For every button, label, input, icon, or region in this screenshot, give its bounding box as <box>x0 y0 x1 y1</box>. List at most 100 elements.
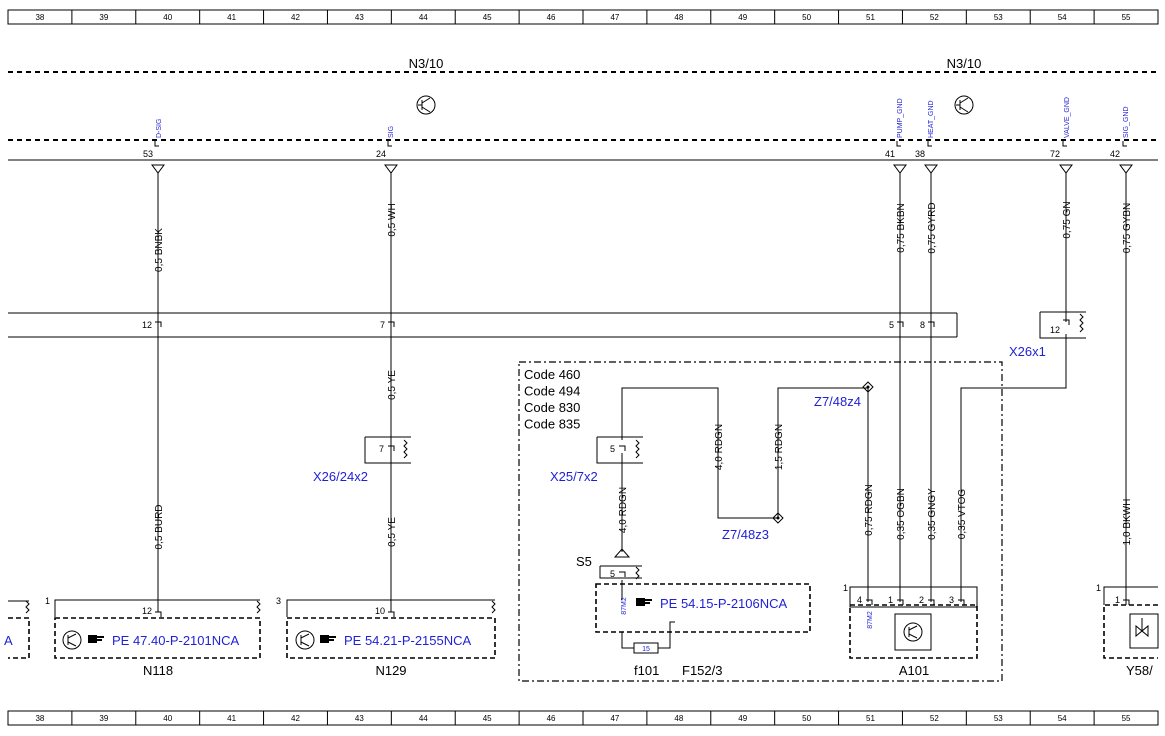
x25-7x2-pin-5: 5 <box>610 444 615 454</box>
grid-bottom-column-41: 41 <box>227 714 236 723</box>
wire-label-bnbk: 0,5 BNBK <box>154 228 165 272</box>
label-x25-7x2: X25/7x2 <box>550 469 598 484</box>
option-code-1: Code 460 <box>524 367 580 382</box>
pointing-hand-icon <box>636 598 652 606</box>
wire-label-bkwh: 1,0 BKWH <box>1122 499 1133 546</box>
a101-body <box>849 604 978 659</box>
transistor-symbol-icon <box>954 95 974 115</box>
transistor-symbol-icon <box>295 630 315 650</box>
relay-box-f152 <box>595 583 811 633</box>
y58-body <box>1103 604 1158 659</box>
grid-top-column-42: 42 <box>291 13 300 22</box>
grid-top-column-40: 40 <box>163 13 172 22</box>
component-f152-3: F152/3 <box>682 663 722 678</box>
pin-42: 42 <box>1110 149 1120 159</box>
wire-paths <box>157 173 1127 649</box>
n118-corner-pin: 1 <box>45 596 50 606</box>
pointing-hand-icon <box>88 635 104 643</box>
label-z7-48z3: Z7/48z3 <box>722 527 769 542</box>
n129-pin-marker <box>388 611 395 617</box>
wire-arrow-markers <box>151 164 1133 174</box>
grid-bottom-column-40: 40 <box>163 714 172 723</box>
label-s5: S5 <box>576 554 592 569</box>
option-code-3: Code 830 <box>524 400 580 415</box>
n129-break <box>491 600 496 614</box>
grid-bottom-column-55: 55 <box>1122 714 1131 723</box>
module-label-right: N3/10 <box>947 56 982 71</box>
x26-24x2-pin-7: 7 <box>379 444 384 454</box>
bar-pin-7: 7 <box>380 320 385 330</box>
label-x26-24x2: X26/24x2 <box>313 469 368 484</box>
grid-top-column-54: 54 <box>1058 13 1067 22</box>
label-z7-48z4: Z7/48z4 <box>814 394 861 409</box>
n118-break <box>256 600 261 614</box>
component-a101: A101 <box>899 663 929 678</box>
pointing-hand-icon <box>320 635 336 643</box>
grid-top-column-48: 48 <box>674 13 683 22</box>
connector-x26-24x2 <box>364 436 411 464</box>
transistor-symbol-icon <box>416 95 436 115</box>
n118-pin-marker <box>155 611 162 617</box>
transistor-symbol-icon <box>62 630 82 650</box>
relay-label-87m2-a: 87M2 <box>621 597 628 615</box>
y58-pin-marker <box>1123 599 1130 605</box>
signal-heat-gnd: HEAT_GND <box>928 100 935 138</box>
a101-pin-3: 3 <box>949 595 954 605</box>
pin-53: 53 <box>143 149 153 159</box>
reference-pe-n129[interactable]: PE 54.21-P-2155NCA <box>344 633 472 648</box>
pin-38: 38 <box>915 149 925 159</box>
wire-label-rdgn-1-5: 1,5 RDGN <box>774 424 785 470</box>
connector-bar <box>8 312 958 338</box>
sensor-symbol-icon <box>894 613 932 651</box>
s5-pin-5: 5 <box>610 569 615 579</box>
grid-top-column-44: 44 <box>419 13 428 22</box>
a101-pin-markers <box>866 599 965 605</box>
fuse-value: 15 <box>642 646 650 653</box>
wire-label-gn: 0,75 GN <box>1062 201 1073 238</box>
component-n118: N118 <box>143 663 173 678</box>
grid-top-column-49: 49 <box>738 13 747 22</box>
component-y58: Y58/ <box>1126 663 1153 678</box>
grid-top-column-45: 45 <box>483 13 492 22</box>
n129-pin-10: 10 <box>375 606 385 616</box>
grid-top-column-46: 46 <box>547 13 556 22</box>
bar-pin-8: 8 <box>920 320 925 330</box>
wire-label-rdgn-075: 0,75 RDGN <box>864 484 875 536</box>
x26x1-pin-12: 12 <box>1050 325 1060 335</box>
a101-corner-pin: 1 <box>843 583 848 593</box>
connector-x25-7x2 <box>596 436 643 464</box>
left-cut-break <box>25 600 30 614</box>
grid-bottom-column-42: 42 <box>291 714 300 723</box>
wire-label-vtog: 0,35 VTOG <box>957 489 968 540</box>
wire-label-rdgn-4-upper: 4,0 RDGN <box>714 424 725 470</box>
y58-pin-1: 1 <box>1115 595 1120 605</box>
reference-pe-f152[interactable]: PE 54.15-P-2106NCA <box>660 596 788 611</box>
splice-z7-48z4 <box>862 381 874 393</box>
signal-sig-gnd: SIG_GND <box>1123 106 1130 138</box>
grid-top-column-47: 47 <box>610 13 619 22</box>
wire-label-burd: 0,5 BURD <box>154 504 165 549</box>
pin-72: 72 <box>1050 149 1060 159</box>
n129-connector-strip <box>286 599 495 617</box>
wire-label-ye-lower: 0,5 YE <box>387 517 398 547</box>
grid-bottom-column-45: 45 <box>483 714 492 723</box>
reference-left-cut[interactable]: A <box>4 633 13 648</box>
wire-label-ogbn: 0,35 OGBN <box>896 488 907 540</box>
reference-pe-n118[interactable]: PE 47.40-P-2101NCA <box>112 633 240 648</box>
a101-pin-4: 4 <box>857 595 862 605</box>
component-f101: f101 <box>634 663 659 678</box>
grid-top-column-43: 43 <box>355 13 364 22</box>
grid-top-column-55: 55 <box>1122 13 1131 22</box>
a101-pin-1: 1 <box>888 595 893 605</box>
option-code-4: Code 835 <box>524 417 580 432</box>
grid-top-column-52: 52 <box>930 13 939 22</box>
y58-corner-pin: 1 <box>1096 583 1101 593</box>
grid-top-column-38: 38 <box>35 13 44 22</box>
signal-d-sig: D-SIG <box>156 119 163 138</box>
grid-bottom-column-47: 47 <box>610 714 619 723</box>
n129-body <box>286 617 496 659</box>
grid-bottom-column-53: 53 <box>994 714 1003 723</box>
pin-41: 41 <box>885 149 895 159</box>
